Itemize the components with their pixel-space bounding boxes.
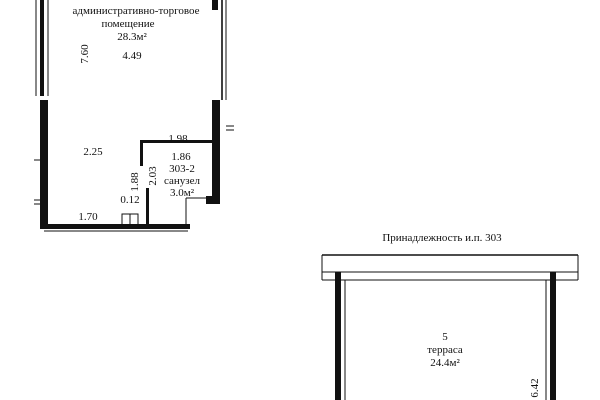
- bath-left-partition: [140, 140, 143, 166]
- ownership-label: Принадлежность и.п. 303: [382, 232, 502, 244]
- bath-left-partition-lower: [146, 188, 149, 228]
- dim-small: 0.12: [120, 194, 139, 206]
- upper-plan: административно-торговое помещение 28.3м…: [34, 0, 234, 232]
- dim-bottom-left: 1.70: [78, 211, 98, 223]
- terrace-name: терраса: [427, 344, 463, 356]
- right-wall-upper: [212, 0, 218, 10]
- dim-left-mid: 2.25: [83, 146, 103, 158]
- bottom-wall: [40, 224, 190, 229]
- bath-corner: [206, 196, 216, 204]
- left-outer-wall-lower: [40, 100, 48, 228]
- terrace-area: 24.4м²: [430, 357, 460, 369]
- main-room-area: 28.3м²: [117, 31, 147, 43]
- terrace-number: 5: [442, 331, 448, 343]
- dim-bath-v2: 2.03: [147, 166, 159, 186]
- dim-partition-len: 1.98: [168, 133, 188, 145]
- left-outer-wall: [40, 0, 44, 96]
- main-room-name-line1: административно-торговое: [73, 5, 200, 17]
- right-wall-lower: [212, 100, 220, 204]
- main-room-name-line2: помещение: [101, 18, 154, 30]
- terrace-right-post: [550, 272, 556, 400]
- dim-height: 7.60: [79, 44, 91, 64]
- bath-name: санузел: [164, 175, 201, 187]
- bath-top-partition: [140, 140, 214, 143]
- dim-terrace-side: 6.42: [529, 378, 541, 397]
- bath-number: 303-2: [169, 163, 195, 175]
- lower-plan: Принадлежность и.п. 303 5 терраса 24.4м²…: [321, 232, 579, 400]
- dim-bath-width: 1.86: [171, 151, 191, 163]
- dim-width-top: 4.49: [122, 50, 142, 62]
- dim-bath-v1: 1.88: [129, 172, 141, 192]
- bath-area: 3.0м²: [170, 187, 195, 199]
- terrace-left-post: [335, 272, 341, 400]
